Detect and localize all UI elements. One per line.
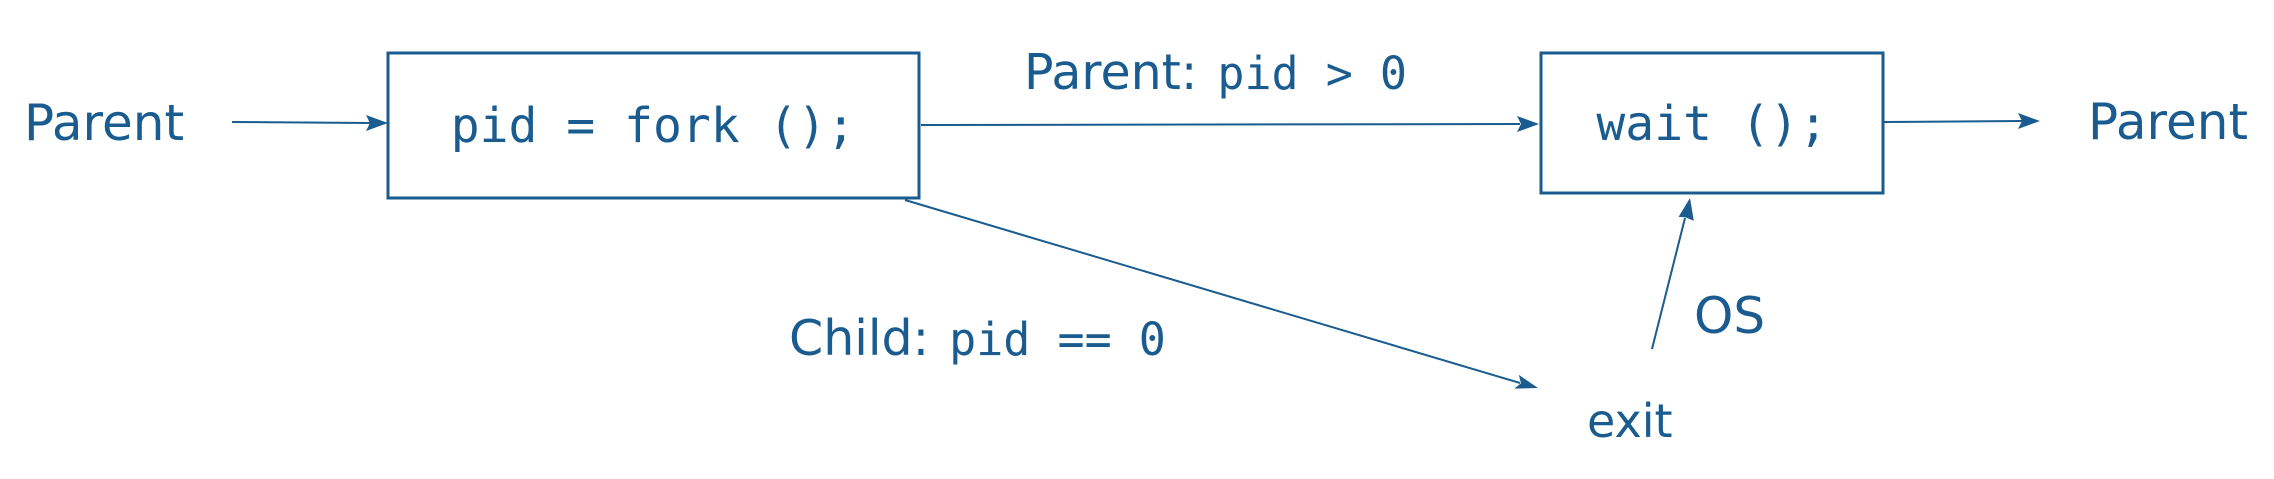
arrow-fork-to-exit — [904, 199, 1538, 389]
fork-node: pid = fork (); — [386, 51, 921, 200]
parent-branch-condition: pid > 0 — [1217, 47, 1407, 100]
fork-node-label: pid = fork (); — [451, 98, 856, 154]
arrow-parent-to-fork — [231, 115, 388, 131]
parent-branch-label: Parent: pid > 0 — [1024, 44, 1407, 101]
wait-node-label: wait (); — [1596, 96, 1827, 152]
exit-node-label: exit — [1587, 394, 1673, 448]
parent-branch-prefix: Parent: — [1024, 44, 1197, 101]
child-branch-condition: pid == 0 — [949, 313, 1166, 366]
arrow-exit-to-wait — [1651, 198, 1694, 350]
parent-output-label: Parent — [2088, 93, 2248, 151]
os-label: OS — [1694, 287, 1765, 345]
wait-node: wait (); — [1539, 51, 1885, 195]
child-branch-prefix: Child: — [789, 310, 929, 367]
arrow-fork-to-wait — [920, 116, 1539, 132]
parent-input-label: Parent — [24, 94, 184, 152]
child-branch-label: Child: pid == 0 — [789, 310, 1166, 367]
arrow-wait-to-parent — [1882, 113, 2040, 129]
